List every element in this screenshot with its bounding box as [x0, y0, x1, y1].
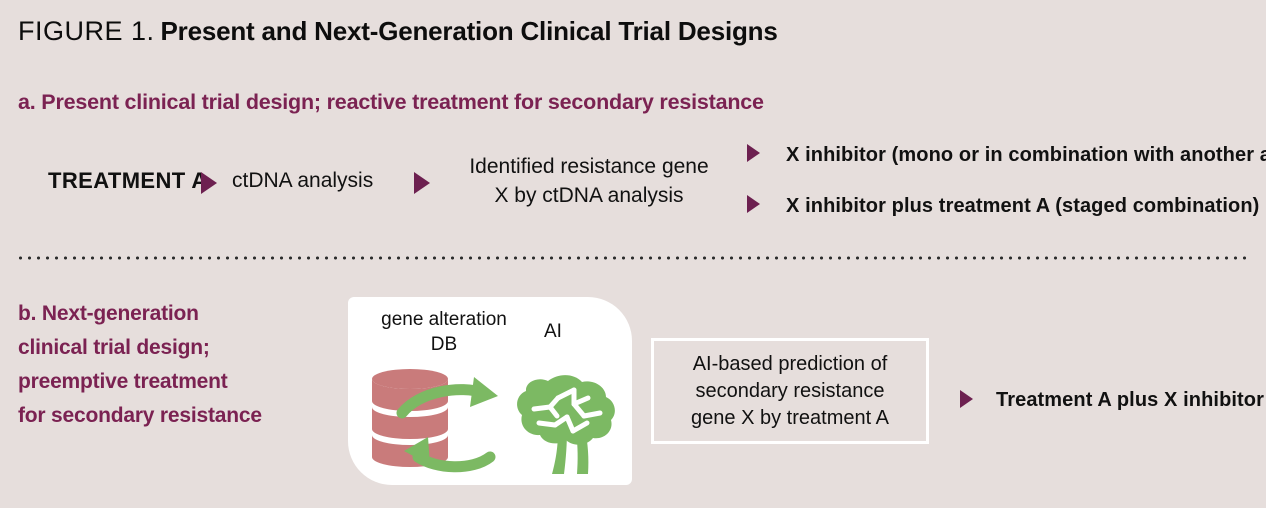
- section-divider: [16, 256, 1246, 260]
- section-b-heading-line2: clinical trial design;: [18, 336, 210, 359]
- illustration-db-label-line2: DB: [430, 334, 458, 355]
- prediction-line1: AI-based prediction of: [692, 352, 888, 375]
- section-b-heading: b. Next-generation clinical trial design…: [18, 297, 338, 433]
- arrow-right-icon-5: [960, 390, 973, 408]
- section-b-heading-line3: preemptive treatment: [18, 370, 228, 393]
- illustration-db-label-line1: gene alteration: [381, 309, 507, 330]
- arrow-curve-to-database-icon: [404, 437, 496, 473]
- outcome-treatment-a-plus-x-inhibitor: Treatment A plus X inhibitor: [996, 389, 1265, 411]
- arrow-right-icon-4: [747, 195, 760, 213]
- prediction-line2: secondary resistance: [695, 379, 885, 402]
- figure-title-text: Present and Next-Generation Clinical Tri…: [160, 16, 778, 46]
- illustration-ai-label: AI: [544, 321, 562, 342]
- figure-title: FIGURE 1.Present and Next-Generation Cli…: [18, 16, 778, 47]
- section-b-heading-line4: for secondary resistance: [18, 404, 262, 427]
- arrow-right-icon-3: [747, 144, 760, 162]
- arrow-right-icon-1: [201, 172, 217, 194]
- illustration-panel: gene alteration DB AI: [348, 297, 632, 485]
- prediction-box: AI-based prediction of secondary resista…: [651, 338, 929, 444]
- step-identified-line2: X by ctDNA analysis: [494, 184, 684, 207]
- outcome-x-inhibitor-mono: X inhibitor (mono or in combination with…: [786, 144, 1266, 166]
- illustration-db-label: gene alteration DB: [360, 307, 528, 357]
- step-treatment-a: TREATMENT A: [48, 168, 208, 193]
- section-a-heading: a. Present clinical trial design; reacti…: [18, 90, 764, 114]
- arrow-right-icon-2: [414, 172, 430, 194]
- step-identified-line1: Identified resistance gene: [469, 155, 709, 178]
- outcome-x-inhibitor-staged: X inhibitor plus treatment A (staged com…: [786, 195, 1260, 217]
- prediction-line3: gene X by treatment A: [691, 406, 889, 429]
- arrow-curve-to-brain-icon: [396, 377, 498, 419]
- step-identified-resistance-gene: Identified resistance gene X by ctDNA an…: [453, 152, 725, 210]
- step-ctdna-analysis: ctDNA analysis: [232, 169, 374, 192]
- prediction-box-text: AI-based prediction of secondary resista…: [691, 351, 889, 432]
- brain-icon: [517, 375, 615, 474]
- illustration-artwork: [372, 369, 615, 474]
- section-b-heading-line1: b. Next-generation: [18, 302, 199, 325]
- figure-label: FIGURE 1.: [18, 16, 155, 46]
